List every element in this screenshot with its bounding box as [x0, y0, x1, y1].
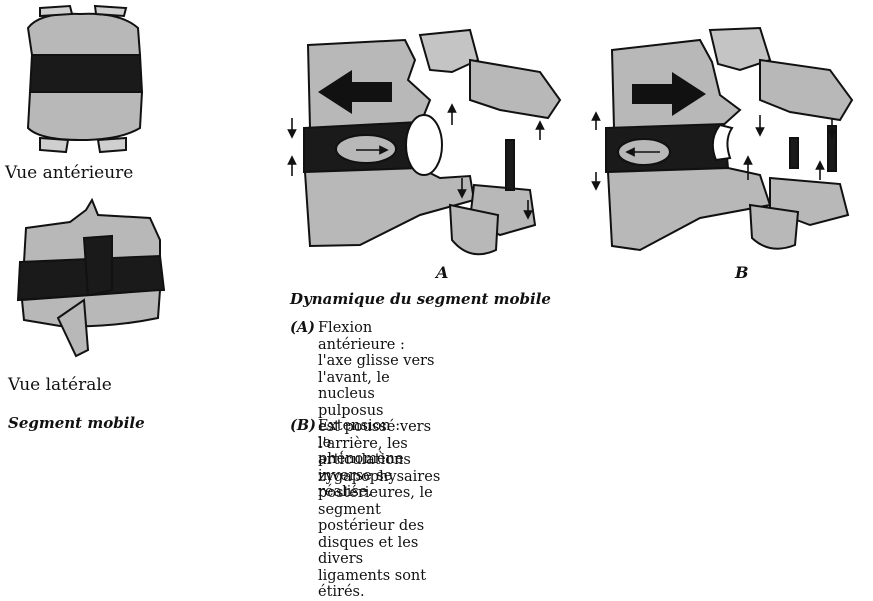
anterior-view-figure	[28, 6, 142, 152]
diagram-a-figure	[304, 30, 560, 254]
caption-item-b-text: Extension : le phénomène inverse se réal…	[318, 418, 404, 501]
caption-item-b-key: (B)	[290, 418, 316, 435]
lateral-view-figure	[18, 200, 164, 356]
diagram-b-figure	[606, 28, 852, 250]
dynamics-title: Dynamique du segment mobile	[290, 290, 551, 308]
anterior-view-caption: Vue antérieure	[5, 163, 133, 183]
caption-item-a-key: (A)	[290, 320, 315, 337]
lateral-view-caption: Vue latérale	[8, 375, 112, 395]
diagram-b-label: B	[735, 263, 749, 282]
segment-mobile-title: Segment mobile	[8, 414, 145, 432]
diagram-a-label: A	[436, 263, 448, 282]
